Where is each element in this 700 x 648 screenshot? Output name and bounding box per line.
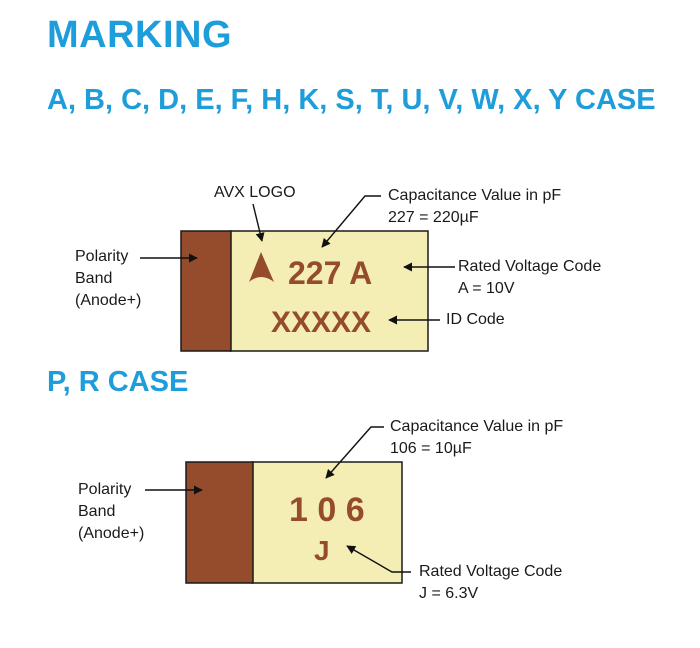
section-title-standard-cases: A, B, C, D, E, F, H, K, S, T, U, V, W, X… [47,84,656,116]
id-code-label: ID Code [446,311,505,328]
capacitance-leader [321,195,381,248]
voltage-leader [346,545,411,573]
label-line: Band [78,503,116,520]
polarity-band-label: Polarity Band (Anode+) [78,479,144,545]
chip-pr-case: 1 0 6 J [185,461,403,584]
chip-marking-value: 227 A [288,255,372,291]
capacitance-label: Capacitance Value in pF 106 = 10µF [390,416,563,460]
label-line: (Anode+) [78,525,145,542]
polarity-band [180,230,232,352]
label-line: 227 = 220µF [388,209,479,226]
label-line: J = 6.3V [419,585,479,602]
label-line: Rated Voltage Code [419,563,563,580]
chip-marking-value: 1 0 6 [289,491,365,529]
section-title-pr-cases: P, R CASE [47,366,189,398]
chip-marking-id: XXXXX [271,306,371,339]
label-line: Rated Voltage Code [458,258,602,275]
label-line: A = 10V [458,280,515,297]
rated-voltage-label: Rated Voltage Code A = 10V [458,256,601,300]
chip-body [251,461,403,584]
avx-logo-icon [249,252,274,282]
label-line: Capacitance Value in pF [390,418,564,435]
page-title: MARKING [47,14,233,56]
label-line: Polarity [75,248,129,265]
label-line: Polarity [78,481,132,498]
capacitance-label: Capacitance Value in pF 227 = 220µF [388,185,561,229]
chip-marking-voltage: J [314,535,330,566]
chip-standard-case: 227 A XXXXX [180,230,429,352]
label-line: Band [75,270,113,287]
chip-body [229,230,429,352]
leaders-pr-case [145,426,411,573]
avx-logo-label: AVX LOGO [214,184,296,201]
capacitance-leader [325,426,384,479]
polarity-band [185,461,254,584]
logo-leader [252,203,265,242]
label-line: Capacitance Value in pF [388,187,562,204]
rated-voltage-label: Rated Voltage Code J = 6.3V [419,561,562,605]
label-line: (Anode+) [75,292,142,309]
polarity-band-label: Polarity Band (Anode+) [75,246,141,312]
leaders-standard-case [140,195,455,325]
label-line: 106 = 10µF [390,440,472,457]
